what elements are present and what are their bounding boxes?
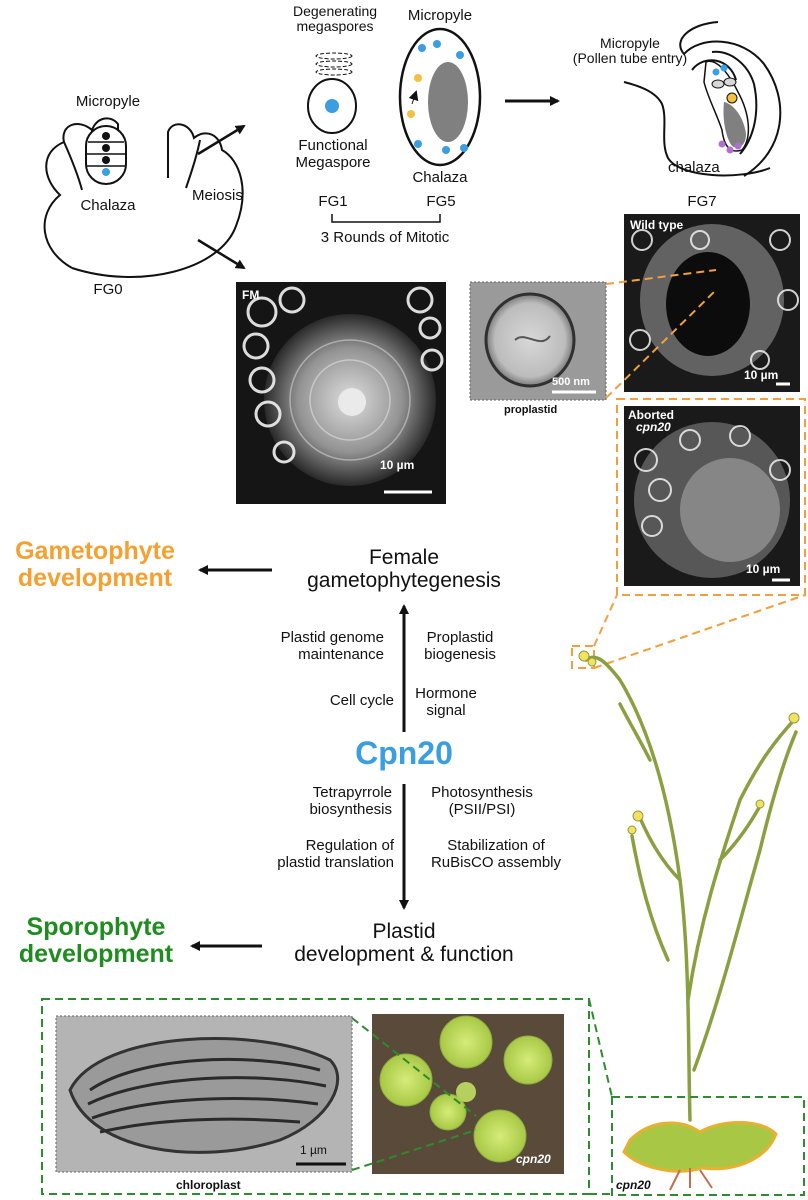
aborted-scale-label: 10 µm: [746, 562, 781, 576]
proplastid-caption: proplastid: [504, 404, 558, 416]
proplastid-biogenesis-label: Proplastid biogenesis: [424, 629, 496, 663]
female-gametophytegenesis-label: Female gametophytegenesis: [307, 546, 501, 593]
sporophyte-development-label: Sporophyte development: [18, 913, 174, 968]
aborted-label: Aborted: [628, 408, 674, 422]
plant-label: cpn20: [616, 1178, 651, 1192]
fg7-micropyle-label: Micropyle (Pollen tube entry): [572, 35, 688, 67]
meiosis-label: Meiosis: [192, 187, 243, 204]
arrow-to-fg1: [197, 124, 246, 156]
fg1-degenerating-label: Degenerating megaspores: [292, 3, 378, 35]
fg0-megaspores: [87, 132, 125, 176]
chloroplast-caption: chloroplast: [176, 1178, 241, 1192]
wildtype-micrograph: [624, 214, 800, 392]
aborted-gene-label: cpn20: [636, 420, 671, 434]
fg0-stage-label: FG0: [93, 281, 123, 298]
hormone-signal-label: Hormone signal: [415, 685, 477, 719]
fg1-functional-megaspore: [307, 78, 357, 134]
fg1-degenerating-megaspores: [315, 52, 353, 76]
arrow-to-fm-image: [197, 238, 246, 270]
fg5-stage-label: FG5: [426, 193, 456, 210]
plastid-genome-label: Plastid genome maintenance: [280, 629, 384, 663]
proplastid-scale-label: 500 nm: [552, 376, 590, 388]
aborted-micrograph: [624, 406, 800, 586]
fg1-functional-label: Functional Megaspore: [295, 137, 371, 171]
gametophyte-development-label: Gametophyte development: [15, 537, 175, 592]
fg7-stage-label: FG7: [687, 193, 717, 210]
seedling-photo: [372, 1014, 564, 1174]
plant-rosette: [622, 1121, 778, 1191]
fg7-ovule-drawing: [623, 21, 782, 177]
fm-label: FM: [242, 288, 260, 302]
fg0-ovule-drawing: [43, 117, 244, 278]
fm-scale-label: 10 µm: [380, 458, 415, 472]
fg7-chalaza-label: chalaza: [668, 159, 720, 176]
tetrapyrrole-label: Tetrapyrrole biosynthesis: [309, 784, 392, 818]
fg5-embryo-sac: [398, 27, 482, 167]
regulation-translation-label: Regulation of plastid translation: [277, 837, 394, 871]
wildtype-label: Wild type: [630, 218, 684, 232]
mitotic-label: 3 Rounds of Mitotic: [320, 229, 450, 246]
cell-cycle-label: Cell cycle: [329, 692, 394, 709]
chloroplast-scale-label: 1 µm: [300, 1143, 327, 1157]
cpn20-center-label: Cpn20: [355, 735, 453, 771]
fg0-micropyle-label: Micropyle: [75, 93, 141, 110]
seedling-label: cpn20: [516, 1152, 551, 1166]
photosynthesis-label: Photosynthesis (PSII/PSI): [431, 784, 533, 818]
plastid-development-label: Plastid development & function: [294, 920, 514, 967]
chloroplast-micrograph: [55, 1015, 353, 1173]
mitotic-bracket: [331, 214, 441, 223]
fg0-chalaza-label: Chalaza: [80, 197, 136, 214]
fg5-chalaza-label: Chalaza: [412, 169, 468, 186]
fg7-embryo-sac: [703, 60, 750, 154]
plant-flowers: [578, 650, 800, 835]
green-zoom-frames: [41, 998, 805, 1196]
proplastid-micrograph: [469, 281, 607, 401]
stabilization-rubisco-label: Stabilization of RuBisCO assembly: [430, 837, 562, 871]
fg1-stage-label: FG1: [318, 193, 348, 210]
fm-micrograph: [236, 282, 446, 504]
fg5-micropyle-label: Micropyle: [407, 7, 473, 24]
cpn20-plant-drawing: [584, 655, 798, 1122]
wildtype-scale-label: 10 µm: [744, 368, 779, 382]
